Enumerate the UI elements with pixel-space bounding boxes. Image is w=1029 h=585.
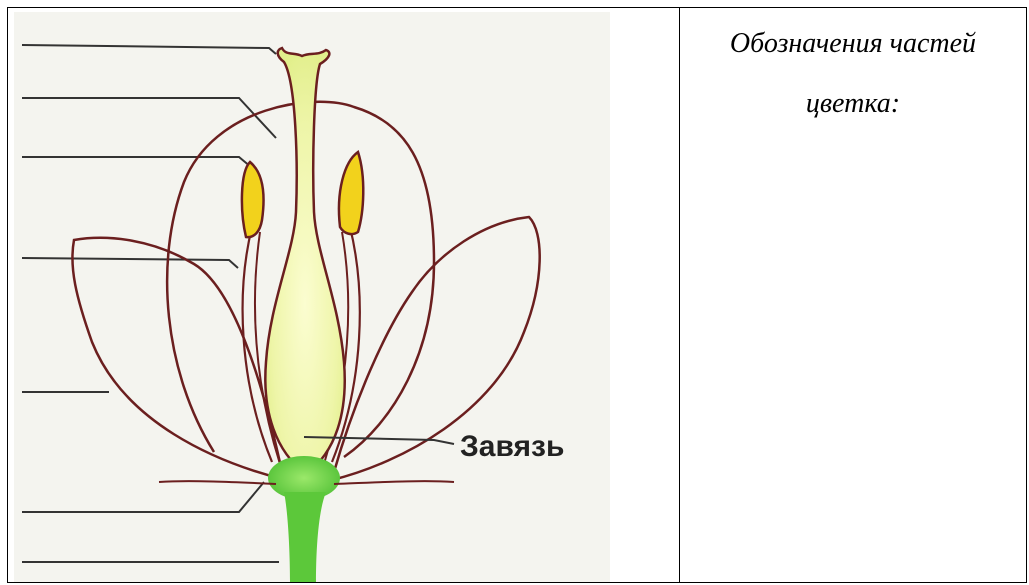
caption-line-2: цветка:: [680, 74, 1026, 134]
ovary-label: Завязь: [460, 430, 564, 463]
flower-diagram: Завязь: [14, 12, 610, 582]
worksheet-table: Завязь Обозначения частей цветка:: [7, 7, 1027, 583]
caption-cell: Обозначения частей цветка:: [680, 8, 1026, 582]
diagram-cell: Завязь: [8, 8, 680, 582]
caption: Обозначения частей цветка:: [680, 14, 1026, 134]
caption-line-1: Обозначения частей: [680, 14, 1026, 74]
